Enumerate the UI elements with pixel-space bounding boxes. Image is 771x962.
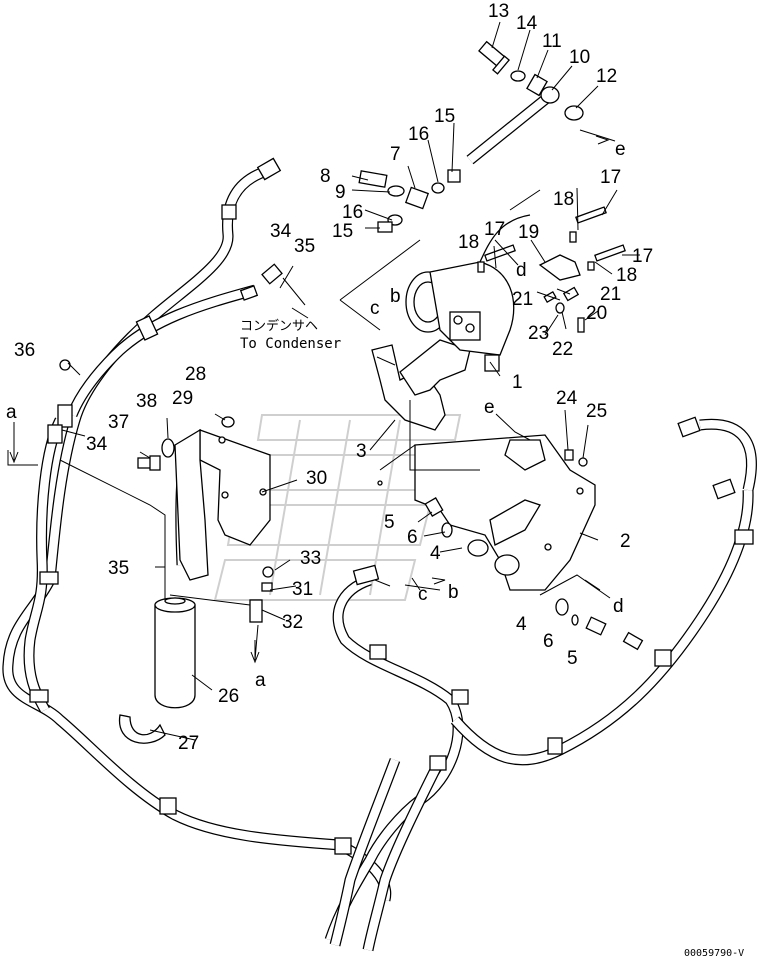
letter-b-top: b xyxy=(390,286,401,307)
callout-31: 31 xyxy=(292,579,313,600)
callout-27: 27 xyxy=(178,733,199,754)
callout-19: 19 xyxy=(518,222,539,243)
callout-24: 24 xyxy=(556,388,578,409)
callout-18b: 18 xyxy=(458,232,479,253)
callout-16a: 16 xyxy=(408,124,429,145)
hose-fittings xyxy=(47,157,736,651)
callout-18c: 18 xyxy=(616,265,637,286)
callout-36: 36 xyxy=(14,340,35,361)
letter-e-top: e xyxy=(615,139,626,160)
callout-3: 3 xyxy=(356,441,367,462)
callout-38: 38 xyxy=(136,391,157,412)
callout-22: 22 xyxy=(552,339,573,360)
callout-8: 8 xyxy=(320,166,331,187)
callout-23: 23 xyxy=(528,323,549,344)
callout-21a: 21 xyxy=(600,284,621,305)
callout-32: 32 xyxy=(282,612,303,633)
letter-c-top: c xyxy=(370,298,380,319)
callout-4a: 4 xyxy=(430,543,441,564)
drawing-code: 00059790-V xyxy=(684,948,744,959)
compressor-bracket xyxy=(371,339,471,431)
drier-bracket xyxy=(174,428,271,581)
callout-34a: 34 xyxy=(270,221,292,242)
callout-15a: 15 xyxy=(434,106,455,127)
letter-d-top: d xyxy=(516,260,527,281)
arrows xyxy=(9,135,610,664)
callout-25: 25 xyxy=(586,401,607,422)
callout-2: 2 xyxy=(620,531,631,552)
letter-c-bottom: c xyxy=(418,584,428,605)
callout-29: 29 xyxy=(172,388,193,409)
callout-37: 37 xyxy=(108,412,129,433)
callout-4b: 4 xyxy=(516,614,527,635)
callout-17a: 17 xyxy=(600,167,621,188)
link-and-plates xyxy=(424,439,607,636)
letter-d-bottom: d xyxy=(613,596,624,617)
callout-14: 14 xyxy=(516,13,538,34)
callout-9: 9 xyxy=(335,182,346,203)
letter-e-plate: e xyxy=(484,397,495,418)
mounting-plate xyxy=(377,434,596,591)
callout-33: 33 xyxy=(300,548,321,569)
callout-1: 1 xyxy=(512,372,523,393)
callout-26: 26 xyxy=(218,686,239,707)
callout-18a: 18 xyxy=(553,189,574,210)
callout-5b: 5 xyxy=(567,648,578,669)
watermark-logo xyxy=(213,414,462,601)
callout-10: 10 xyxy=(569,47,590,68)
letter-a-left: a xyxy=(6,402,17,423)
connection-letters: a a b b c c d d e e xyxy=(6,139,626,691)
callout-15b: 15 xyxy=(332,221,353,242)
callout-5a: 5 xyxy=(384,512,395,533)
callout-20: 20 xyxy=(586,303,607,324)
callout-16b: 16 xyxy=(342,202,363,223)
callout-30: 30 xyxy=(306,468,327,489)
condenser-note: コンデンサヘ To Condenser xyxy=(240,318,341,352)
callout-11: 11 xyxy=(542,31,562,52)
callout-12: 12 xyxy=(596,66,617,87)
callout-6b: 6 xyxy=(543,631,554,652)
small-parts-left xyxy=(59,359,274,623)
letter-a-bottom: a xyxy=(255,670,266,691)
callout-13: 13 xyxy=(488,1,509,22)
callout-35a: 35 xyxy=(294,236,315,257)
callouts: 13 14 11 10 12 15 16 7 8 9 16 15 17 18 1… xyxy=(14,1,653,754)
compressor xyxy=(405,214,531,372)
callout-17b: 17 xyxy=(484,219,505,240)
callout-21b: 21 xyxy=(512,289,533,310)
callout-35b: 35 xyxy=(108,558,129,579)
leader-lines xyxy=(7,21,640,741)
callout-6a: 6 xyxy=(407,527,418,548)
condenser-note-english: To Condenser xyxy=(240,336,341,352)
callout-34b: 34 xyxy=(86,434,108,455)
callout-7: 7 xyxy=(390,144,401,165)
letter-b-bottom: b xyxy=(448,582,459,603)
hose-clamps xyxy=(29,204,754,855)
condenser-note-japanese: コンデンサヘ xyxy=(240,318,318,334)
callout-28: 28 xyxy=(185,364,206,385)
callout-17c: 17 xyxy=(632,246,653,267)
upper-fasteners xyxy=(358,40,626,333)
receiver-drier xyxy=(118,597,196,744)
